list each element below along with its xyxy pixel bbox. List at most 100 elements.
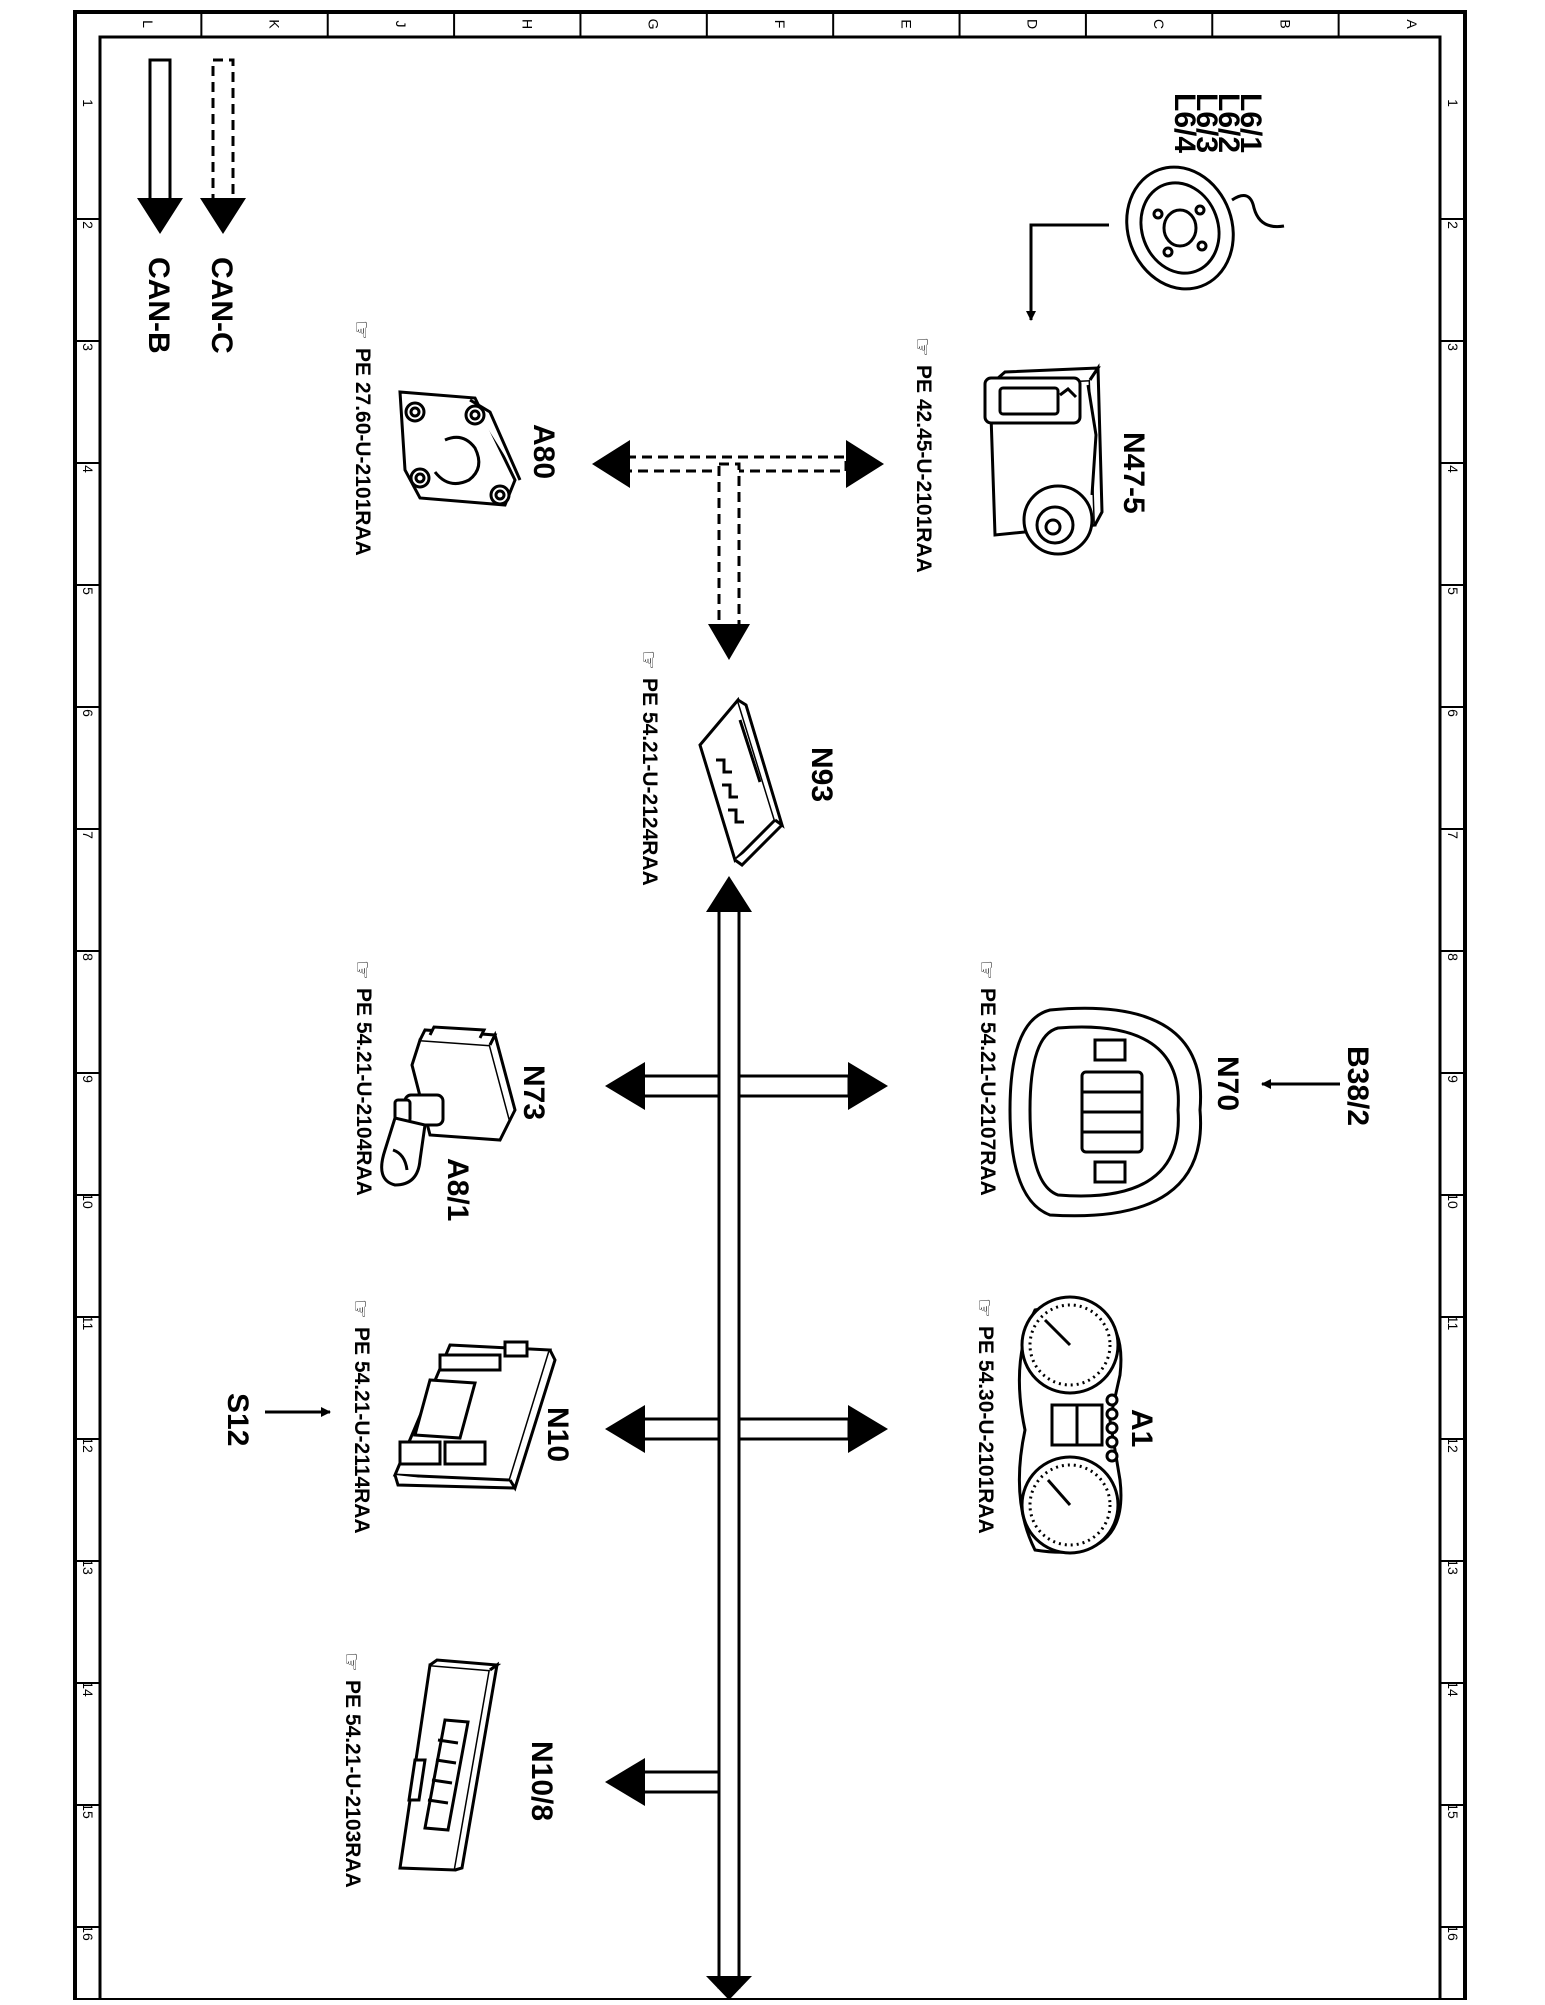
b38-2-label: B38/2: [1341, 1046, 1374, 1126]
overhead-control-panel-icon: [1008, 1006, 1203, 1218]
grid-row-label: 6: [1445, 709, 1461, 717]
can-b-legend-arrow: [137, 58, 183, 234]
grid-row-label: 4: [80, 465, 96, 473]
n93-reference: PE 54.21-U-2124RAA: [638, 678, 661, 886]
grid-column-label: D: [1025, 19, 1041, 29]
can-c-bus: [592, 440, 884, 660]
n70-ref-icon: ☞: [973, 960, 998, 980]
grid-row-label: 16: [80, 1925, 96, 1941]
grid-row-label: 12: [80, 1437, 96, 1453]
grid-row-label: 5: [80, 587, 96, 595]
key-icon: [380, 1116, 427, 1187]
a80-ref-icon: ☞: [348, 320, 373, 340]
n47-5-ref-icon: ☞: [909, 337, 934, 357]
grid-row-label: 9: [1445, 1075, 1461, 1083]
grid-column-label: H: [519, 19, 535, 29]
can-b-arrow-n73: [605, 1062, 645, 1110]
n10-8-reference: PE 54.21-U-2103RAA: [341, 1680, 364, 1888]
a1-reference: PE 54.30-U-2101RAA: [974, 1326, 997, 1534]
n47-5-label: N47-5: [1117, 432, 1150, 514]
l6-labels: L6/1 L6/2 L6/3 L6/4: [1168, 93, 1267, 153]
n10-label: N10: [541, 1407, 574, 1462]
grid-row-label: 11: [80, 1316, 96, 1331]
n10-8-label: N10/8: [525, 1741, 558, 1821]
n73-reference: PE 54.21-U-2104RAA: [352, 988, 375, 1196]
grid-column-label: C: [1151, 19, 1167, 29]
can-b-arrow-n10: [605, 1405, 645, 1453]
grid-ticks: [75, 12, 1465, 1928]
grid-row-label: 7: [1445, 831, 1461, 839]
a1-label: A1: [1125, 1409, 1158, 1447]
l6-to-n47-5-connector: [1026, 223, 1109, 321]
grid-column-label: E: [898, 19, 914, 28]
legend: CAN-C CAN-B: [137, 58, 246, 354]
rear-sam-module-icon: [398, 1658, 502, 1872]
n10-ref-icon: ☞: [347, 1299, 372, 1319]
can-b-arrow-n93: [706, 876, 752, 912]
s12-label: S12: [221, 1393, 254, 1446]
can-b-arrow-a1: [848, 1405, 888, 1453]
grid-column-label: L: [140, 20, 156, 28]
esp-control-unit-icon: [983, 363, 1104, 556]
grid-row-label: 3: [80, 343, 96, 351]
n70-label: N70: [1211, 1056, 1244, 1111]
ignition-switch-icon: [393, 1025, 517, 1142]
n10-reference: PE 54.21-U-2114RAA: [350, 1327, 373, 1534]
grid-row-label: 2: [80, 221, 96, 229]
grid-row-label: 15: [1445, 1803, 1461, 1819]
grid-row-label: 15: [80, 1803, 96, 1819]
sam-module-icon: [392, 1340, 557, 1492]
grid-row-label: 12: [1445, 1437, 1461, 1453]
grid-row-label: 7: [80, 831, 96, 839]
grid-row-label: 16: [1445, 1925, 1461, 1941]
outer-frame: [73, 10, 1467, 2002]
instrument-cluster-icon: [1017, 1295, 1123, 1555]
grid-row-label: 1: [1445, 99, 1461, 107]
l6-4-label: L6/4: [1168, 93, 1201, 153]
wheel-speed-sensor-icon: [1125, 165, 1285, 291]
grid-column-label: A: [1404, 19, 1420, 29]
grid-row-label: 3: [1445, 343, 1461, 351]
grid-row-label: 14: [80, 1681, 96, 1697]
grid-column-label: B: [1277, 19, 1293, 28]
grid-column-label: F: [772, 20, 788, 29]
grid-row-label: 1: [80, 99, 96, 107]
inner-frame: [98, 35, 1442, 2002]
grid-row-label: 5: [1445, 587, 1461, 595]
grid-column-label: J: [393, 21, 409, 28]
n70-reference: PE 54.21-U-2107RAA: [976, 988, 999, 1196]
n10-8-ref-icon: ☞: [338, 1652, 363, 1672]
grid-row-label: 11: [1445, 1316, 1461, 1331]
can-c-arrow-n93: [708, 624, 750, 660]
grid-row-label: 9: [80, 1075, 96, 1083]
grid-row-label: 10: [80, 1193, 96, 1209]
grid-row-label: 2: [1445, 221, 1461, 229]
n73-ref-icon: ☞: [349, 960, 374, 980]
grid-row-label: 8: [1445, 953, 1461, 961]
can-b-arrow-bottom: [706, 1976, 752, 2000]
can-b-label: CAN-B: [142, 257, 175, 354]
can-c-label: CAN-C: [205, 257, 238, 354]
n93-ref-icon: ☞: [635, 650, 660, 670]
a8-1-label: A8/1: [441, 1158, 474, 1221]
can-c-legend-arrow: [200, 58, 246, 234]
a1-ref-icon: ☞: [971, 1298, 996, 1318]
gateway-module-icon: [698, 696, 785, 867]
grid-column-label: K: [267, 19, 283, 29]
can-b-bus: [605, 876, 888, 2000]
shift-module-icon: [398, 390, 522, 507]
l6-1-label: L6/1: [1234, 93, 1267, 153]
a80-reference: PE 27.60-U-2101RAA: [351, 348, 374, 556]
grid-column-label: G: [646, 19, 662, 30]
grid-row-label: 8: [80, 953, 96, 961]
grid-row-label: 14: [1445, 1681, 1461, 1697]
grid-row-label: 10: [1445, 1193, 1461, 1209]
can-b-arrow-n70: [848, 1062, 888, 1110]
l6-2-label: L6/2: [1212, 93, 1245, 153]
can-c-arrow-a80: [592, 440, 630, 488]
a80-label: A80: [527, 424, 560, 479]
grid-row-label: 4: [1445, 465, 1461, 473]
